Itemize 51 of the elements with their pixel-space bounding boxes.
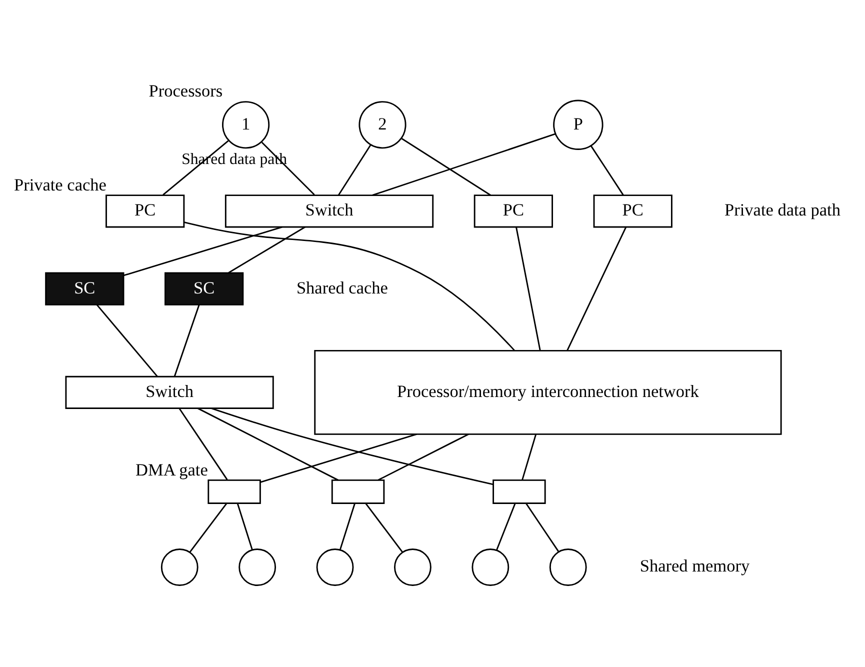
node-box bbox=[331, 478, 385, 504]
node-label: Private cache bbox=[14, 174, 106, 194]
connector bbox=[236, 502, 253, 550]
node-circle: P bbox=[553, 99, 604, 150]
node-box: PC bbox=[474, 194, 553, 228]
connector bbox=[378, 433, 469, 480]
label: Shared memory bbox=[640, 556, 750, 576]
connector bbox=[189, 502, 228, 552]
connector bbox=[516, 226, 541, 350]
connector bbox=[522, 434, 537, 480]
connector bbox=[338, 144, 372, 196]
node-box: SC bbox=[164, 272, 244, 305]
node-box: SC bbox=[45, 272, 124, 305]
connector bbox=[260, 433, 417, 482]
node-circle bbox=[472, 548, 510, 586]
connector bbox=[211, 407, 494, 485]
label: Shared cache bbox=[296, 278, 388, 297]
connector bbox=[590, 145, 624, 195]
node-box bbox=[208, 478, 261, 504]
connector bbox=[228, 226, 306, 273]
node-circle bbox=[238, 548, 276, 586]
connector bbox=[496, 502, 516, 550]
connector bbox=[184, 221, 516, 351]
node-box: PC bbox=[106, 194, 185, 228]
node-label: DMA gate bbox=[136, 460, 208, 479]
connector bbox=[401, 137, 491, 196]
connector bbox=[372, 132, 556, 196]
connector bbox=[162, 140, 229, 195]
connector bbox=[339, 502, 356, 550]
label: Private data path bbox=[724, 200, 840, 220]
node-circle bbox=[160, 548, 198, 586]
node-circle bbox=[394, 548, 432, 586]
node-circle: 2 bbox=[358, 100, 406, 148]
connector bbox=[197, 407, 339, 480]
node-circle bbox=[316, 548, 354, 586]
node-circle bbox=[549, 548, 587, 586]
connector bbox=[525, 502, 560, 552]
node-box: Switch bbox=[224, 194, 434, 228]
connector bbox=[174, 304, 200, 376]
connector bbox=[261, 141, 315, 195]
connector bbox=[178, 408, 228, 480]
connector bbox=[123, 226, 282, 276]
node-label: Processors bbox=[148, 81, 223, 100]
node-box: PC bbox=[593, 194, 672, 228]
node-circle: 1 bbox=[222, 100, 270, 148]
node-box: Processor/memory interconnection network bbox=[314, 349, 782, 434]
connector bbox=[566, 226, 627, 350]
connector bbox=[96, 304, 158, 377]
node-box: Switch bbox=[65, 375, 274, 408]
connector bbox=[365, 502, 404, 552]
node-box bbox=[492, 478, 546, 504]
